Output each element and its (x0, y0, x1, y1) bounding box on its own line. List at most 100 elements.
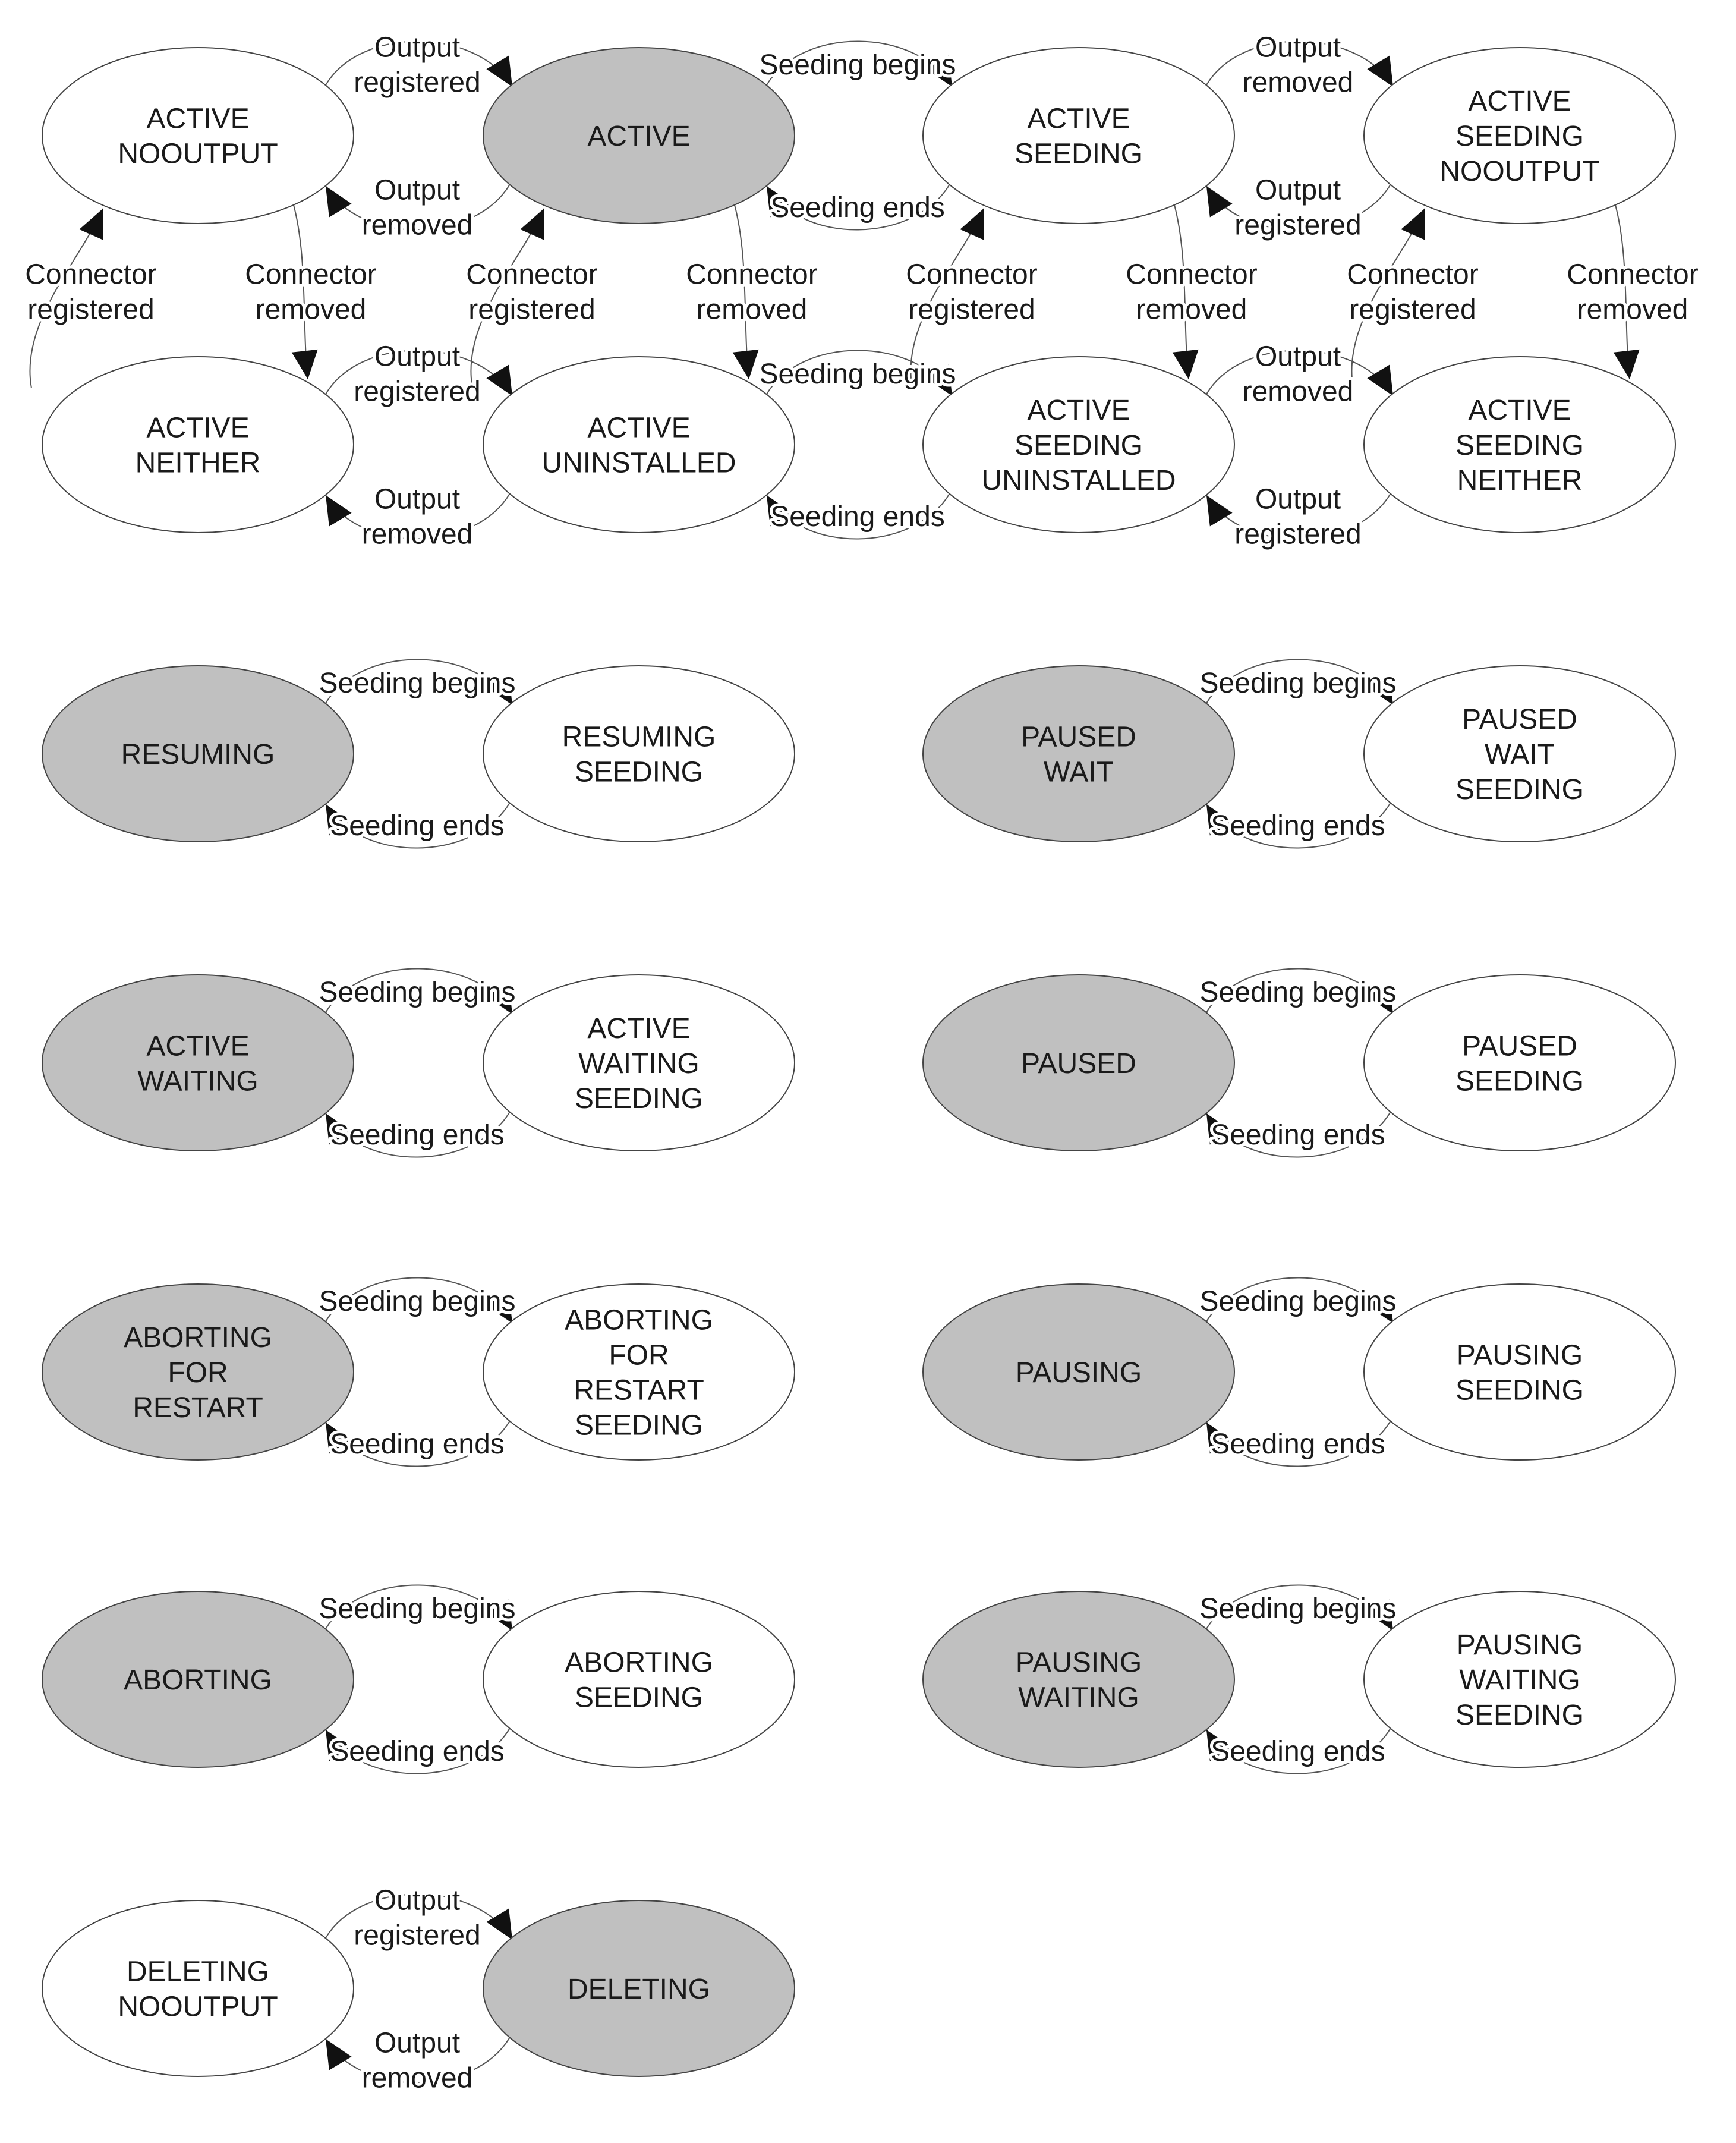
arrowhead-icon (1206, 186, 1233, 218)
transition-active-nooutput-to-active (325, 40, 513, 87)
transition-active-to-active-nooutput (325, 184, 511, 231)
state-ellipse (922, 974, 1235, 1151)
state-ellipse (42, 1591, 354, 1768)
state-ellipse (42, 1900, 354, 2077)
transition-active-waiting-to-active-waiting-seeding (325, 968, 513, 1015)
state-ellipse (483, 1283, 795, 1461)
transition-aborting-to-aborting-seeding (325, 1584, 513, 1631)
transition-active-uninstalled-to-active-neither (325, 493, 511, 540)
transition-label: Seeding ends (330, 810, 505, 842)
transition-label: Seeding ends (1211, 1119, 1385, 1151)
state-deleting: DELETING (483, 1900, 795, 2077)
transition-aborting-for-restart-to-aborting-for-restart-seeding (325, 1277, 513, 1324)
transition-active-seeding-neither-to-active-seeding-uninstalled (1206, 493, 1391, 540)
transition-paused-wait-to-paused-wait-seeding (1206, 659, 1394, 706)
state-ellipse (922, 1591, 1235, 1768)
state-ellipse (42, 356, 354, 533)
arrowhead-icon (326, 1730, 352, 1761)
arrowhead-icon (326, 1113, 352, 1145)
transition-label: Seeding ends (330, 1736, 505, 1767)
state-ellipse (1363, 47, 1676, 224)
state-ellipse (483, 1900, 795, 2077)
state-label: ABORTING (124, 1664, 272, 1696)
state-aborting: ABORTING (42, 1591, 354, 1768)
state-pausing: PAUSING (922, 1283, 1235, 1461)
transition-label: Seeding begins (1200, 1286, 1397, 1317)
transition-active-seeding-to-active-seeding-nooutput (1206, 40, 1394, 87)
state-ellipse (483, 665, 795, 842)
arrowhead-icon (1172, 349, 1199, 379)
arrowhead-icon (486, 364, 512, 396)
transitions (29, 40, 1640, 2084)
transition-active-uninstalled-to-active (470, 208, 544, 389)
arrowhead-icon (1367, 1292, 1393, 1323)
arrowhead-icon (1367, 674, 1393, 705)
transition-active-seeding-nooutput-to-active-seeding-neither (1613, 202, 1640, 380)
transition-active-seeding-uninstalled-to-active-seeding (910, 208, 984, 389)
arrowhead-icon (1401, 209, 1425, 240)
transition-label: Seeding ends (330, 1428, 505, 1460)
state-ellipse (922, 356, 1235, 533)
arrowhead-icon (1613, 349, 1640, 379)
transition-label: Seeding begins (1200, 977, 1397, 1008)
transition-active-waiting-seeding-to-active-waiting (325, 1111, 511, 1158)
transition-label: Seeding begins (319, 1286, 516, 1317)
transition-label: Seeding begins (319, 1593, 516, 1625)
transition-paused-seeding-to-paused (1206, 1111, 1391, 1158)
state-ellipse (1363, 974, 1676, 1151)
transition-paused-wait-seeding-to-paused-wait (1206, 802, 1391, 849)
state-paused: PAUSED (922, 974, 1235, 1151)
transition-label: Seeding ends (1211, 1736, 1385, 1767)
state-ellipse (1363, 665, 1676, 842)
arrowhead-icon (486, 1908, 512, 1940)
transition-active-seeding-neither-to-active-seeding-nooutput (1351, 208, 1425, 389)
arrowhead-icon (326, 804, 352, 836)
transition-label: Seeding ends (770, 501, 945, 533)
transition-active-seeding-nooutput-to-active-seeding (1206, 184, 1391, 231)
state-active: ACTIVE (483, 47, 795, 224)
state-ellipse (42, 1283, 354, 1461)
arrowhead-icon (767, 495, 793, 527)
transition-label: Seeding ends (1211, 1428, 1385, 1460)
arrowhead-icon (486, 55, 512, 87)
arrowhead-icon (1206, 495, 1233, 527)
state-ellipse (1363, 1591, 1676, 1768)
state-ellipse (1363, 1283, 1676, 1461)
transition-resuming-seeding-to-resuming (325, 802, 511, 849)
